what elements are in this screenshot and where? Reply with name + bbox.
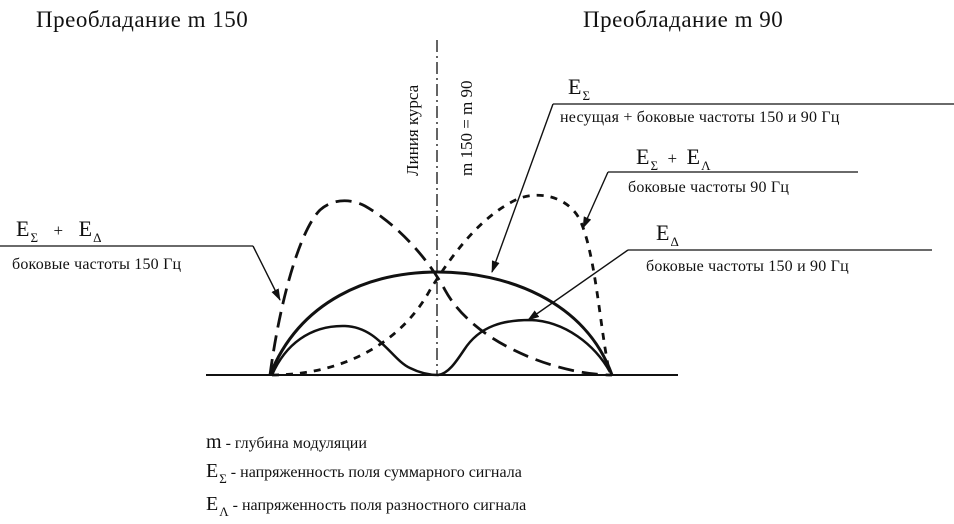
sideband-150-curve	[268, 199, 613, 377]
course-line-label: Линия курса	[403, 84, 422, 176]
sum-callout-symbol: EΣ	[568, 74, 591, 103]
left-title: Преобладание m 150	[36, 7, 249, 32]
sideband-90-curve	[271, 193, 612, 377]
right-title: Преобладание m 90	[583, 7, 784, 32]
sum-leader-arrow	[491, 103, 554, 273]
diff-callout-description: боковые частоты 150 и 90 Гц	[646, 258, 849, 275]
sum-diff-left-description: боковые частоты 150 Гц	[12, 256, 182, 273]
sum-diff-right-description: боковые частоты 90 Гц	[628, 179, 790, 196]
sum-diff-left-symbol: EΣ + EΔ	[16, 216, 102, 245]
legend-m: m - глубина модуляции	[206, 431, 367, 453]
sum-callout-description: несущая + боковые частоты 150 и 90 Гц	[560, 109, 840, 126]
legend-sum: EΣ - напряженность поля суммарного сигна…	[206, 460, 522, 486]
sum-diff-right-leader-arrow	[582, 171, 609, 229]
diff-leader-arrow	[527, 249, 629, 321]
sum-diff-left-leader-arrow	[252, 245, 281, 301]
sum-field-curve	[268, 270, 614, 376]
course-line-equation: m 150 = m 90	[457, 80, 476, 176]
sum-diff-right-symbol: EΣ + EΛ	[636, 144, 711, 173]
legend-diff: EΛ - напряженность поля разностного сигн…	[206, 493, 527, 519]
diff-callout-symbol: EΔ	[656, 220, 679, 249]
